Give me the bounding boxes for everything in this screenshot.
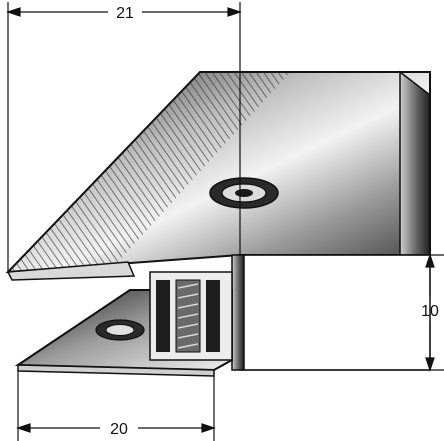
top-screw-hole-icon [209, 177, 279, 209]
base-screw-hole-icon [95, 319, 145, 341]
top-profile [5, 70, 431, 281]
height-label: 10 [421, 303, 439, 320]
dimension-height [244, 253, 444, 372]
top-width-label: 21 [116, 5, 134, 22]
front-face [231, 254, 431, 371]
dimension-bottom [16, 371, 216, 441]
dimension-top [6, 2, 242, 272]
clip-section [149, 271, 233, 361]
bottom-width-label: 20 [110, 421, 128, 438]
